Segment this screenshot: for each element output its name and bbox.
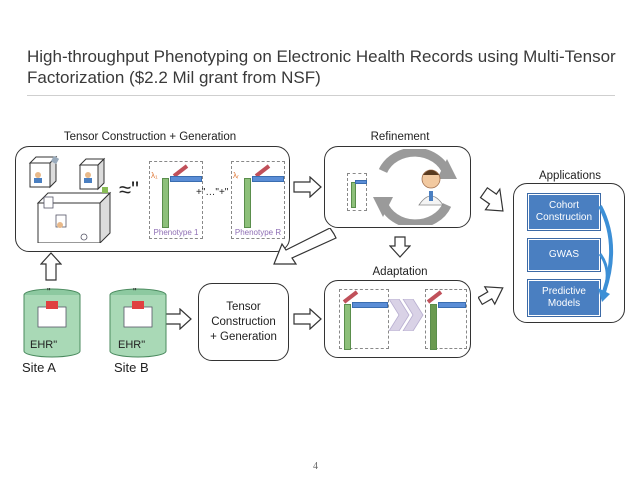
applications-box: Cohort Construction GWAS Predictive Mode…	[513, 183, 625, 323]
site-b-database-icon	[109, 288, 167, 358]
site-b-tensor-box: Tensor Construction + Generation	[198, 283, 289, 361]
phenotype-r-frame: λᵣ Phenotype R	[231, 161, 285, 239]
gwas-button[interactable]: GWAS	[528, 239, 600, 271]
tensor-cubes-icon	[28, 155, 112, 243]
arrow-to-adaptation	[293, 308, 322, 330]
label-adaptation: Adaptation	[372, 266, 428, 278]
arrow-right-to-refinement	[293, 176, 322, 198]
phenotype-1-frame: λ₁ Phenotype 1	[149, 161, 203, 239]
arrow-siteb-to-tensor	[163, 308, 192, 330]
refinement-factor-frame	[347, 173, 367, 211]
tensor-construction-box: ≈" λ₁ Phenotype 1 +"…"+" λᵣ Phenotype R	[15, 146, 290, 252]
site-a-quote: "	[47, 287, 51, 298]
green-factor-bar	[344, 304, 351, 350]
blue-factor-bar	[352, 302, 388, 308]
site-b-ehr-label: EHR"	[118, 339, 146, 351]
red-factor-icon	[342, 290, 359, 304]
red-factor-icon	[254, 164, 271, 178]
site-b-quote: "	[133, 287, 137, 298]
label-applications: Applications	[538, 170, 601, 182]
red-factor-icon	[172, 164, 189, 178]
green-factor-bar	[351, 182, 356, 208]
adaptation-box	[324, 280, 471, 358]
lambda-r: λᵣ	[233, 171, 239, 180]
label-tensor-construction: Tensor Construction + Generation	[63, 131, 237, 143]
chevrons-icon	[389, 299, 424, 331]
site-a-database-icon	[23, 288, 81, 358]
phenotype-1-label: Phenotype 1	[153, 228, 199, 237]
title-divider	[27, 95, 615, 96]
blue-factor-bar	[355, 180, 367, 184]
blue-factor-bar	[438, 302, 466, 308]
adaptation-source-frame	[339, 289, 389, 350]
phenotype-r-label: Phenotype R	[234, 228, 282, 237]
site-a-ehr-label: EHR"	[30, 339, 58, 351]
slide-title: High-throughput Phenotyping on Electroni…	[27, 47, 616, 87]
cohort-construction-button[interactable]: Cohort Construction	[528, 194, 600, 230]
blue-factor-bar	[170, 176, 202, 182]
site-a-label: Site A	[22, 360, 56, 375]
predictive-models-button[interactable]: Predictive Models	[528, 280, 600, 316]
green-factor-bar	[162, 178, 169, 228]
page-number: 4	[313, 461, 318, 472]
arrow-to-applications-bottom	[478, 286, 504, 306]
approx-symbol: ≈"	[119, 177, 139, 202]
arrow-back-to-tensor	[273, 228, 337, 265]
red-factor-icon	[426, 290, 443, 304]
arrow-down-refinement	[389, 236, 411, 258]
lambda-1: λ₁	[151, 171, 158, 180]
site-b-label: Site B	[114, 360, 149, 375]
label-refinement: Refinement	[370, 131, 430, 143]
green-factor-bar	[244, 178, 251, 228]
green-factor-bar	[430, 304, 437, 350]
blue-factor-bar	[252, 176, 284, 182]
curved-arrow-icon	[598, 205, 614, 302]
plus-ellipsis: +"…"+"	[196, 187, 229, 198]
site-b-box-line3: + Generation	[210, 330, 277, 343]
site-b-box-line1: Tensor	[226, 300, 261, 313]
refinement-cycle-icon	[373, 149, 457, 225]
site-b-box-line2: Construction	[211, 315, 276, 328]
refinement-box	[324, 146, 471, 228]
arrow-to-applications-top	[479, 186, 504, 212]
arrow-up-site-a	[40, 252, 62, 281]
adaptation-target-frame	[425, 289, 467, 350]
